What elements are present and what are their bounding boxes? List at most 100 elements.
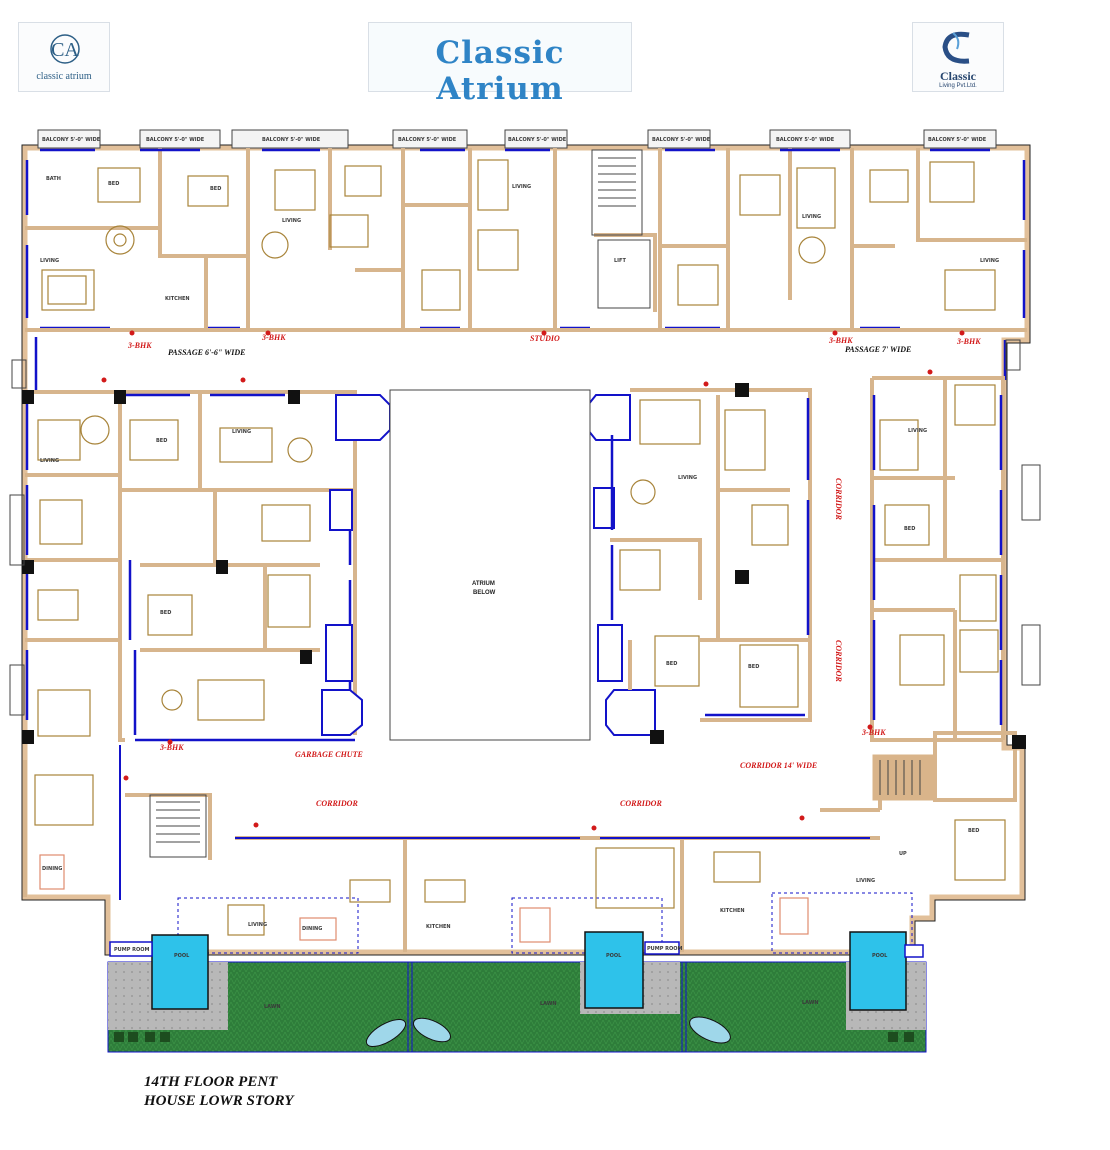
svg-text:3-BHK: 3-BHK [261,333,286,342]
ca-monogram-icon: CA [50,34,80,64]
corridor-label-right: CORRIDOR [620,799,662,808]
dashed-terrace-lines [177,892,913,954]
svg-text:KITCHEN: KITCHEN [720,908,745,914]
svg-text:LIVING: LIVING [908,428,927,434]
center-right-openings [610,398,810,717]
left-logo: CA classic atrium [18,22,110,92]
pump-room-label-1: PUMP ROOM [114,947,149,953]
dining-tables [39,854,809,943]
title-banner: Classic Atrium [368,22,632,107]
lawn-divider [407,962,687,1052]
svg-text:KITCHEN: KITCHEN [165,296,190,302]
svg-text:BALCONY 5'-0" WIDE: BALCONY 5'-0" WIDE [508,137,567,143]
svg-text:LAWN: LAWN [540,1001,557,1007]
balconies-top [37,129,997,149]
furniture [34,159,1006,936]
svg-text:CA: CA [51,39,79,61]
lawn [107,961,927,1053]
svg-text:LIVING: LIVING [512,184,531,190]
classic-c-logo-icon [942,31,970,64]
caption-line-1: 14TH FLOOR PENT [144,1074,278,1090]
pools [151,931,907,1011]
svg-text:LIVING: LIVING [40,258,59,264]
center-right-wing-walls [610,388,812,722]
svg-text:BALCONY 5'-0" WIDE: BALCONY 5'-0" WIDE [262,137,321,143]
top-wing-partitions [25,148,1027,330]
svg-text:BALCONY 5'-0" WIDE: BALCONY 5'-0" WIDE [652,137,711,143]
lower-blue-lines [119,745,870,900]
right-balcony-mid [1021,624,1041,686]
svg-text:BALCONY 5'-0" WIDE: BALCONY 5'-0" WIDE [42,137,101,143]
svg-text:BED: BED [210,186,221,192]
pump-rooms [109,941,924,958]
svg-text:3-BHK: 3-BHK [861,728,886,737]
left-wing-openings [25,393,355,742]
right-wing-openings [872,395,1003,725]
svg-text:BALCONY 5'-0" WIDE: BALCONY 5'-0" WIDE [928,137,987,143]
svg-text:3-BHK: 3-BHK [159,743,184,752]
left-balcony-low [9,664,25,716]
svg-text:BED: BED [748,664,759,670]
right-column [1012,735,1026,749]
left-black-columns [22,390,312,744]
corridor-label-vertical-bottom: CORRIDOR [834,640,843,682]
svg-text:DINING: DINING [302,926,322,932]
svg-text:LIVING: LIVING [282,218,301,224]
svg-text:LAWN: LAWN [264,1004,281,1010]
center-right-columns [650,383,749,744]
left-wing-walls [23,390,357,897]
corridor-14-label: CORRIDOR 14' WIDE [740,761,817,770]
atrium-sub-label: BELOW [473,590,496,596]
right-wing-walls [870,376,1017,802]
svg-text:3-BHK: 3-BHK [828,336,853,345]
svg-text:BED: BED [108,181,119,187]
passage-left-label: PASSAGE 6'-6" WIDE [168,348,246,357]
svg-text:KITCHEN: KITCHEN [426,924,451,930]
svg-text:LIVING: LIVING [802,214,821,220]
svg-text:BED: BED [156,438,167,444]
svg-text:BED: BED [904,526,915,532]
atrium-void [389,389,591,741]
corridor-label-left: CORRIDOR [316,799,358,808]
svg-text:BED: BED [968,828,979,834]
svg-text:LIVING: LIVING [856,878,875,884]
svg-text:BALCONY 5'-0" WIDE: BALCONY 5'-0" WIDE [398,137,457,143]
pool-label-3: POOL [872,953,888,959]
svg-text:LIVING: LIVING [678,475,697,481]
corridor-label-vertical-top: CORRIDOR [834,478,843,520]
page-title: Classic Atrium [435,35,565,107]
pump-room-label-2: PUMP ROOM [647,946,682,952]
svg-text:BED: BED [160,610,171,616]
left-balcony-mid [9,494,25,566]
balcony-labels: BALCONY 5'-0" WIDE BALCONY 5'-0" WIDE BA… [42,137,987,143]
svg-text:BALCONY 5'-0" WIDE: BALCONY 5'-0" WIDE [776,137,835,143]
svg-text:3-BHK: 3-BHK [127,341,152,350]
planter-dots [114,1032,914,1042]
right-logo: Classic Living Pvt.Ltd. [912,22,1004,92]
svg-text:BED: BED [666,661,677,667]
lift-label: LIFT [614,258,626,264]
svg-text:LIVING: LIVING [248,922,267,928]
svg-text:DINING: DINING [42,866,62,872]
svg-text:LIVING: LIVING [232,429,251,435]
caption-line-2: HOUSE LOWR STORY [144,1093,294,1109]
capsule-lobbies [321,394,656,736]
pool-label-1: POOL [174,953,190,959]
left-logo-text: classic atrium [36,71,92,82]
right-logo-text: Classic [940,69,976,83]
svg-text:STUDIO: STUDIO [530,334,560,343]
planter-islands [365,1016,731,1047]
unit-markers [101,330,965,831]
floor-caption: 14TH FLOOR PENT HOUSE LOWR STORY [144,1073,293,1111]
atrium-label: ATRIUM [472,581,495,587]
passage-walls [11,328,1027,392]
svg-text:LIVING: LIVING [980,258,999,264]
svg-text:LIVING: LIVING [40,458,59,464]
passage-right-label: PASSAGE 7' WIDE [845,345,911,354]
svg-text:3-BHK: 3-BHK [956,337,981,346]
lower-stairs [149,754,936,858]
svg-text:LAWN: LAWN [802,1000,819,1006]
lower-corridor-walls [125,755,882,952]
lift-shaft [597,239,651,309]
